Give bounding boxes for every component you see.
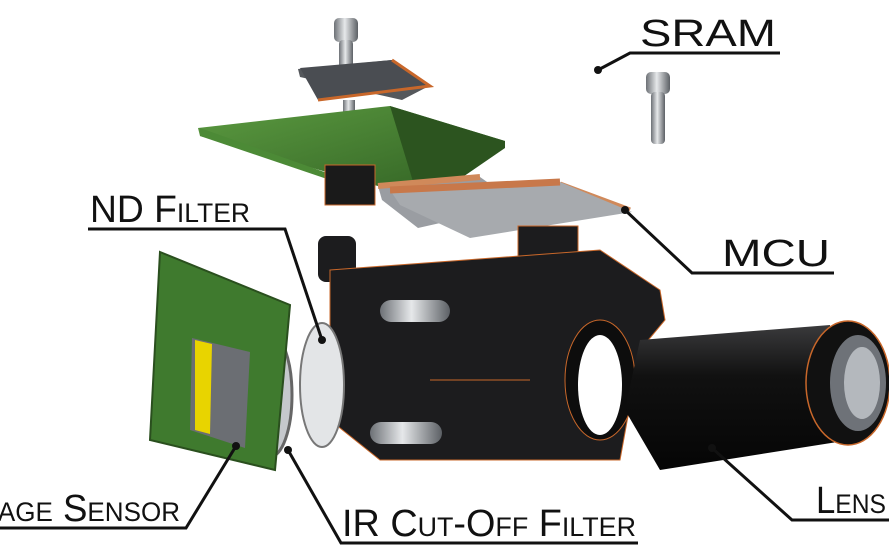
callout-image-sensor: Image Sensor — [0, 442, 240, 530]
callout-ir-cut-off-filter: IR Cut-Off Filter — [284, 446, 638, 545]
callout-lens: Lens — [708, 444, 889, 522]
label-ir-cut-off-filter: IR Cut-Off Filter — [342, 503, 636, 545]
mcu-chip — [377, 174, 632, 238]
image-sensor-board — [148, 250, 292, 472]
lens-barrel — [625, 320, 889, 470]
callout-nd-filter: ND Filter — [88, 189, 326, 344]
label-lens: Lens — [816, 480, 886, 522]
connector — [324, 164, 376, 206]
label-mcu: MCU — [722, 233, 830, 275]
callout-mcu: MCU — [621, 206, 834, 275]
label-nd-filter: ND Filter — [90, 189, 250, 231]
housing — [318, 225, 666, 461]
callout-sram: SRAM — [594, 13, 780, 74]
sram-chip — [298, 58, 435, 112]
label-image-sensor: Image Sensor — [0, 488, 180, 530]
label-sram: SRAM — [640, 13, 776, 55]
nd-filter — [299, 322, 345, 448]
screw-right — [646, 72, 670, 144]
